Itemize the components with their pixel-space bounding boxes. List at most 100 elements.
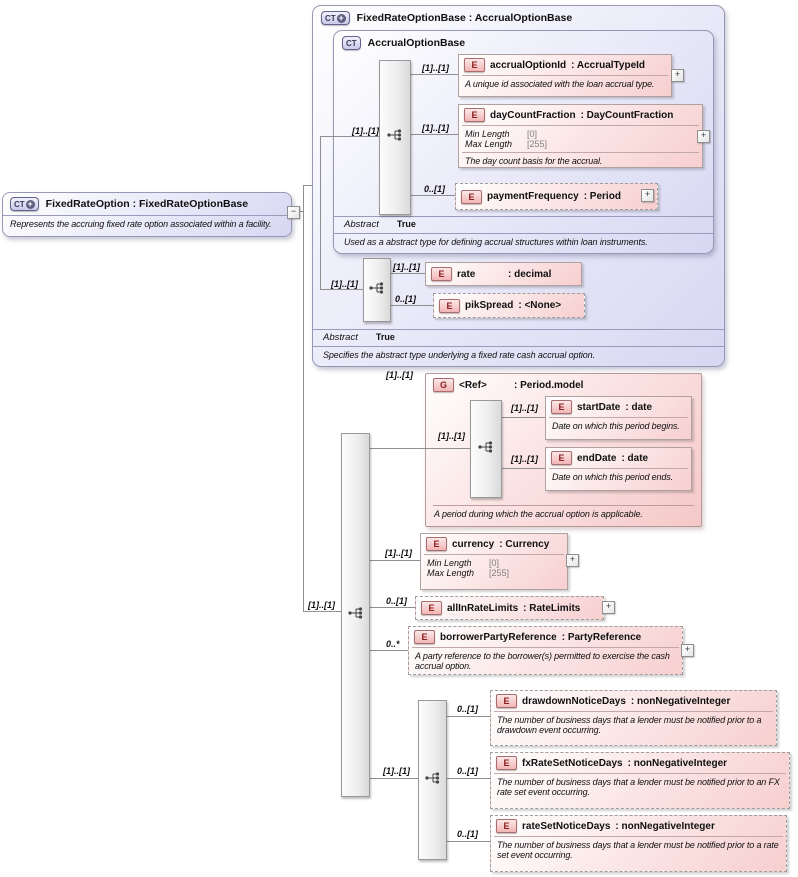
element-type: : nonNegativeInteger xyxy=(630,695,731,707)
connector-line xyxy=(303,185,304,612)
sequence-bar[interactable] xyxy=(379,60,411,215)
cardinality-label: 0..[1] xyxy=(395,294,417,304)
complex-type-icon: CT+ xyxy=(321,11,350,25)
element-icon: E xyxy=(496,819,517,833)
facet-label: Max Length xyxy=(427,568,475,578)
element-icon: E xyxy=(426,537,447,551)
sequence-bar[interactable] xyxy=(418,700,447,860)
element-type: : RateLimits xyxy=(523,602,581,614)
cardinality-label: 0..[1] xyxy=(424,184,446,194)
element-name: startDate xyxy=(577,401,621,413)
element-description: The day count basis for the accrual. xyxy=(465,156,603,166)
element-type: : Period xyxy=(583,191,621,202)
cardinality-label: [1]..[1] xyxy=(422,123,449,133)
element-icon: E xyxy=(431,267,452,281)
element-type: : date xyxy=(625,401,653,413)
connector-line xyxy=(303,611,341,612)
complextype-header: CT AccrualOptionBase xyxy=(334,31,713,55)
cardinality-label: 0..[1] xyxy=(457,829,479,839)
element-type: : PartyReference xyxy=(561,631,642,643)
element-name: allInRateLimits xyxy=(447,602,519,614)
cardinality-label: 0..* xyxy=(386,639,400,649)
abstract-label: Abstract xyxy=(323,332,358,343)
element-icon: E xyxy=(464,108,485,122)
facet-value: [0] xyxy=(489,558,500,568)
complextype-box-FixedRateOption[interactable]: CT+ FixedRateOption : FixedRateOptionBas… xyxy=(2,192,292,237)
collapse-toggle[interactable]: − xyxy=(287,206,300,219)
cardinality-label: [1]..[1] xyxy=(511,454,538,464)
connector-line xyxy=(500,417,545,418)
complextype-title: FixedRateOption : FixedRateOptionBase xyxy=(45,198,249,210)
separator xyxy=(412,647,679,648)
element-icon: E xyxy=(461,189,482,204)
expand-toggle[interactable]: + xyxy=(697,130,710,143)
element-name: fxRateSetNoticeDays xyxy=(522,757,623,769)
element-name: currency xyxy=(452,538,495,550)
expand-toggle[interactable]: + xyxy=(671,69,684,82)
connector-line xyxy=(368,607,415,608)
sequence-icon xyxy=(424,771,442,790)
separator xyxy=(549,468,688,469)
element-type: : DayCountFraction xyxy=(580,109,674,121)
sequence-icon xyxy=(477,440,495,459)
separator xyxy=(494,711,773,712)
element-name: endDate xyxy=(577,452,617,464)
complextype-header: CT+ FixedRateOptionBase : AccrualOptionB… xyxy=(313,6,724,30)
abstract-label: Abstract xyxy=(344,219,379,230)
separator xyxy=(462,75,668,76)
connector-line xyxy=(409,195,455,196)
group-type: : Period.model xyxy=(514,379,584,391)
expand-toggle[interactable]: + xyxy=(602,601,615,614)
cardinality-label: [1]..[1] xyxy=(308,600,335,610)
sequence-bar[interactable] xyxy=(470,400,502,498)
element-description: The number of business days that a lende… xyxy=(497,840,779,860)
element-description: Date on which this period ends. xyxy=(552,472,673,482)
separator xyxy=(494,836,783,837)
cardinality-label: [1]..[1] xyxy=(383,766,410,776)
facet-value: [255] xyxy=(527,139,548,149)
element-type: : decimal xyxy=(508,268,552,280)
expand-toggle[interactable]: + xyxy=(641,189,654,202)
element-icon: E xyxy=(551,451,572,465)
element-description: The number of business days that a lende… xyxy=(497,715,762,735)
sequence-bar[interactable] xyxy=(341,433,370,797)
facet-list: Min Length[0] Max Length[255] xyxy=(459,126,702,152)
element-name: borrowerPartyReference xyxy=(440,631,557,643)
element-name: pikSpread xyxy=(465,300,514,311)
abstract-value: True xyxy=(396,219,416,229)
complex-type-icon: CT+ xyxy=(10,197,39,211)
expand-toggle[interactable]: + xyxy=(681,644,694,657)
cardinality-label: 0..[1] xyxy=(457,704,479,714)
element-name: accrualOptionId xyxy=(490,59,567,71)
element-type: : Currency xyxy=(499,538,550,550)
cardinality-label: [1]..[1] xyxy=(511,403,538,413)
group-name: <Ref> xyxy=(459,379,487,391)
complextype-footer: Abstract True Used as a abstract type fo… xyxy=(334,216,713,253)
complex-type-icon: CT xyxy=(342,36,361,50)
connector-line xyxy=(389,273,425,274)
connector-line xyxy=(303,185,312,186)
separator xyxy=(424,554,564,555)
sequence-bar[interactable] xyxy=(363,258,391,322)
cardinality-label: [1]..[1] xyxy=(352,126,379,136)
connector-line xyxy=(368,778,418,779)
connector-line xyxy=(500,468,545,469)
expand-toggle[interactable]: + xyxy=(566,554,579,567)
element-type: : AccrualTypeId xyxy=(571,59,646,71)
sequence-icon xyxy=(368,281,386,300)
separator xyxy=(549,417,688,418)
cardinality-label: 0..[1] xyxy=(386,596,408,606)
